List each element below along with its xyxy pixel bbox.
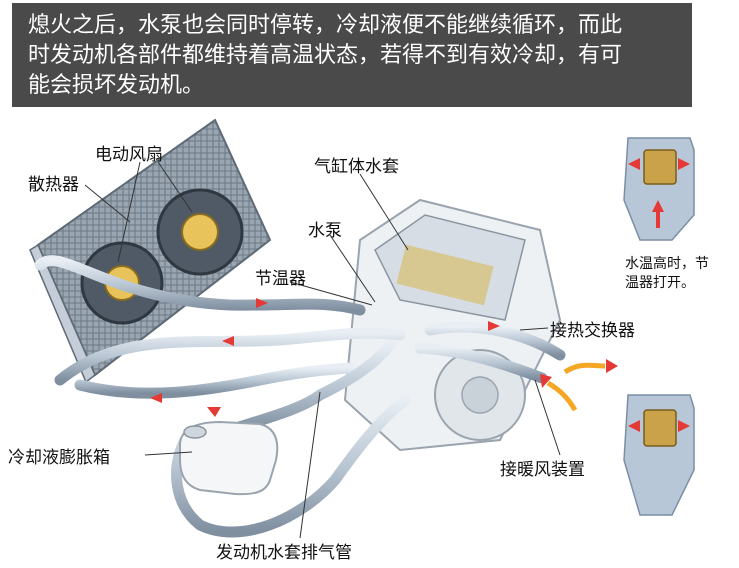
pipe-heat-exchanger	[424, 321, 566, 361]
electric-fan-upper	[156, 188, 244, 276]
pipe-tank-hose	[171, 394, 411, 538]
heater-inlet-arrow	[540, 374, 578, 412]
label-electric-fan: 电动风扇	[95, 145, 163, 165]
thermostat-note: 水温高时，节 温器打开。	[625, 255, 739, 293]
label-water-jacket: 气缸体水套	[314, 157, 399, 177]
banner-line-2: 时发动机各部件都维持着高温状态，若得不到有效冷却，有可	[28, 43, 623, 68]
label-expansion-tank: 冷却液膨胀箱	[8, 448, 110, 468]
pipe-upper-hose	[34, 255, 366, 316]
thermostat-detail-open	[623, 137, 695, 241]
heat-exchanger-outlet-arrow	[563, 359, 618, 375]
label-heat-exchanger: 接热交换器	[550, 321, 635, 341]
label-water-pump: 水泵	[308, 221, 342, 241]
pipe-heater	[414, 342, 548, 384]
label-thermostat: 节温器	[255, 269, 306, 289]
label-vent-pipe: 发动机水套排气管	[216, 543, 352, 563]
thermostat-note-line-1: 水温高时，节	[625, 256, 709, 272]
flow-arrows	[150, 298, 500, 417]
leader-lines	[84, 161, 561, 539]
thermostat-note-line-2: 温器打开。	[625, 275, 695, 291]
pipe-lower-hose	[54, 327, 406, 386]
banner-line-3: 能会损坏发动机。	[28, 73, 205, 98]
pipe-bottom-return	[74, 362, 356, 399]
coolant-expansion-tank	[179, 420, 279, 496]
label-heater: 接暖风装置	[500, 460, 585, 480]
label-radiator: 散热器	[28, 175, 79, 195]
thermostat-detail-closed	[623, 394, 695, 516]
banner-line-1: 熄火之后，水泵也会同时停转，冷却液便不能继续循环，而此	[28, 13, 623, 38]
info-banner: 熄火之后，水泵也会同时停转，冷却液便不能继续循环，而此 时发动机各部件都维持着高…	[12, 3, 692, 107]
